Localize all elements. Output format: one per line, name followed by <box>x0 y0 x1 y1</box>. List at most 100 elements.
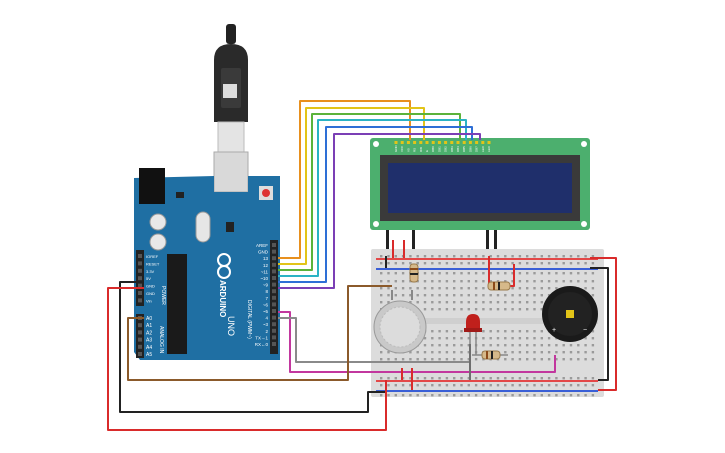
breadboard-hole[interactable] <box>526 301 529 304</box>
breadboard-hole[interactable] <box>394 287 397 290</box>
lcd-pin[interactable] <box>406 141 410 144</box>
breadboard-hole[interactable] <box>540 384 543 387</box>
breadboard-hole[interactable] <box>540 308 543 311</box>
breadboard-hole[interactable] <box>584 272 587 275</box>
breadboard-hole[interactable] <box>423 262 427 265</box>
breadboard-hole[interactable] <box>569 255 573 258</box>
breadboard-hole[interactable] <box>423 377 427 380</box>
digital-pin[interactable] <box>272 328 276 333</box>
resistor-led[interactable] <box>472 350 508 360</box>
lcd-pin[interactable] <box>400 141 404 144</box>
breadboard-hole[interactable] <box>591 344 595 347</box>
breadboard-hole[interactable] <box>547 377 551 380</box>
breadboard-hole[interactable] <box>416 255 419 258</box>
breadboard-hole[interactable] <box>526 255 529 258</box>
breadboard-hole[interactable] <box>591 287 595 290</box>
breadboard-hole[interactable] <box>496 384 500 387</box>
breadboard-hole[interactable] <box>584 337 587 340</box>
breadboard-hole[interactable] <box>540 301 543 304</box>
breadboard-hole[interactable] <box>474 308 478 311</box>
breadboard-hole[interactable] <box>380 351 383 354</box>
breadboard-hole[interactable] <box>482 280 485 283</box>
breadboard-hole[interactable] <box>438 330 441 333</box>
breadboard-hole[interactable] <box>518 301 522 304</box>
breadboard-hole[interactable] <box>409 384 412 387</box>
wire-green[interactable] <box>278 113 461 271</box>
breadboard-hole[interactable] <box>584 262 587 265</box>
digital-pin[interactable] <box>272 322 276 327</box>
breadboard-hole[interactable] <box>474 294 478 297</box>
breadboard-hole[interactable] <box>460 301 463 304</box>
breadboard-hole[interactable] <box>518 351 522 354</box>
breadboard-hole[interactable] <box>577 255 580 258</box>
breadboard-hole[interactable] <box>540 330 543 333</box>
breadboard-hole[interactable] <box>504 294 507 297</box>
breadboard-hole[interactable] <box>547 384 551 387</box>
breadboard-hole[interactable] <box>482 294 485 297</box>
breadboard-hole[interactable] <box>467 394 470 397</box>
breadboard-hole[interactable] <box>416 287 419 290</box>
breadboard-hole[interactable] <box>482 384 485 387</box>
breadboard-hole[interactable] <box>482 262 485 265</box>
breadboard-hole[interactable] <box>547 262 551 265</box>
breadboard-hole[interactable] <box>511 394 514 397</box>
digital-pin[interactable] <box>272 269 276 274</box>
wire-brown[interactable] <box>127 285 392 381</box>
lcd-pin[interactable] <box>425 141 429 144</box>
breadboard-hole[interactable] <box>584 394 587 397</box>
breadboard-hole[interactable] <box>555 384 558 387</box>
power-pin[interactable] <box>138 268 142 273</box>
breadboard-hole[interactable] <box>518 308 522 311</box>
breadboard-hole[interactable] <box>584 344 587 347</box>
breadboard-hole[interactable] <box>504 262 507 265</box>
breadboard-hole[interactable] <box>540 358 543 361</box>
breadboard-hole[interactable] <box>467 308 470 311</box>
breadboard-hole[interactable] <box>569 394 573 397</box>
breadboard-hole[interactable] <box>394 377 397 380</box>
breadboard-hole[interactable] <box>431 287 434 290</box>
breadboard-hole[interactable] <box>518 262 522 265</box>
breadboard-hole[interactable] <box>489 377 492 380</box>
breadboard-hole[interactable] <box>431 344 434 347</box>
breadboard-hole[interactable] <box>423 351 427 354</box>
breadboard-hole[interactable] <box>526 351 529 354</box>
lcd-pin[interactable] <box>394 141 398 144</box>
breadboard-hole[interactable] <box>591 351 595 354</box>
breadboard-hole[interactable] <box>423 308 427 311</box>
breadboard-hole[interactable] <box>460 287 463 290</box>
breadboard-hole[interactable] <box>504 377 507 380</box>
breadboard-hole[interactable] <box>445 294 449 297</box>
lcd-pin[interactable] <box>450 141 454 144</box>
breadboard-hole[interactable] <box>577 394 580 397</box>
breadboard-hole[interactable] <box>555 262 558 265</box>
breadboard-hole[interactable] <box>540 272 543 275</box>
breadboard-hole[interactable] <box>511 262 514 265</box>
digital-pin[interactable] <box>272 282 276 287</box>
breadboard-hole[interactable] <box>431 280 434 283</box>
breadboard-hole[interactable] <box>533 394 536 397</box>
breadboard-hole[interactable] <box>423 280 427 283</box>
breadboard-hole[interactable] <box>387 358 390 361</box>
breadboard-hole[interactable] <box>380 280 383 283</box>
breadboard-hole[interactable] <box>423 344 427 347</box>
wire-blue[interactable] <box>278 126 473 283</box>
breadboard-hole[interactable] <box>467 358 470 361</box>
breadboard-hole[interactable] <box>584 384 587 387</box>
breadboard-hole[interactable] <box>438 377 441 380</box>
breadboard-hole[interactable] <box>387 294 390 297</box>
breadboard-hole[interactable] <box>387 280 390 283</box>
breadboard-hole[interactable] <box>518 377 522 380</box>
breadboard-hole[interactable] <box>416 394 419 397</box>
analog-pin[interactable] <box>138 337 142 342</box>
breadboard-hole[interactable] <box>526 262 529 265</box>
breadboard-hole[interactable] <box>540 351 543 354</box>
breadboard-hole[interactable] <box>467 287 470 290</box>
breadboard-hole[interactable] <box>504 301 507 304</box>
breadboard-hole[interactable] <box>518 384 522 387</box>
breadboard-hole[interactable] <box>555 344 558 347</box>
breadboard-hole[interactable] <box>380 262 383 265</box>
breadboard-hole[interactable] <box>540 294 543 297</box>
breadboard-hole[interactable] <box>394 255 397 258</box>
breadboard-hole[interactable] <box>474 384 478 387</box>
breadboard-hole[interactable] <box>401 272 405 275</box>
